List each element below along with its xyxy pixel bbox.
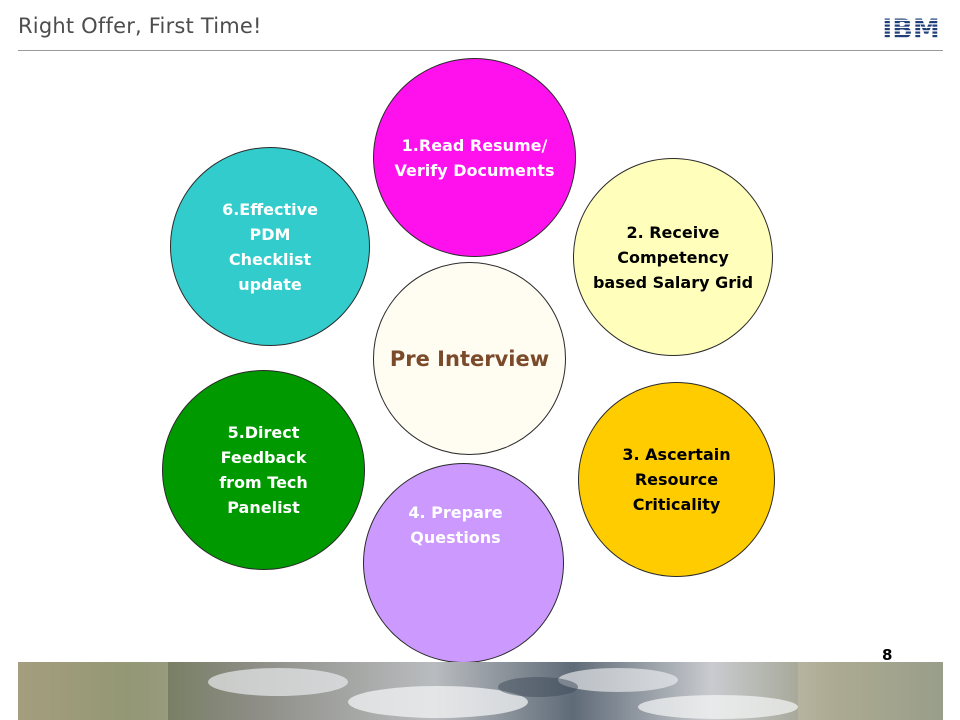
satellite-image-strip [18, 662, 943, 720]
node-receive-salary-grid: 2. Receive Competency based Salary Grid [573, 158, 773, 356]
ibm-logo-icon: IBM [882, 14, 940, 42]
node-label: 4. Prepare Questions [408, 503, 503, 547]
page-number: 8 [882, 646, 893, 664]
slide-title: Right Offer, First Time! [18, 14, 262, 38]
ibm-logo-text: IBM [882, 14, 940, 42]
node-direct-feedback: 5.Direct Feedback from Tech Panelist [162, 370, 365, 570]
node-pdm-checklist: 6.Effective PDM Checklist update [170, 147, 370, 346]
node-read-resume: 1.Read Resume/ Verify Documents [373, 58, 576, 257]
node-label: 5.Direct Feedback from Tech Panelist [219, 423, 308, 517]
title-divider [18, 50, 943, 51]
node-label: 1.Read Resume/ Verify Documents [394, 135, 555, 180]
node-ascertain-criticality: 3. Ascertain Resource Criticality [578, 382, 775, 577]
node-label: 3. Ascertain Resource Criticality [622, 445, 731, 514]
center-label: Pre Interview [389, 346, 550, 371]
node-label: 2. Receive Competency based Salary Grid [592, 222, 754, 292]
node-label: 6.Effective PDM Checklist update [222, 199, 318, 294]
center-node-pre-interview: Pre Interview [373, 262, 566, 455]
node-prepare-questions: 4. Prepare Questions [363, 463, 564, 663]
